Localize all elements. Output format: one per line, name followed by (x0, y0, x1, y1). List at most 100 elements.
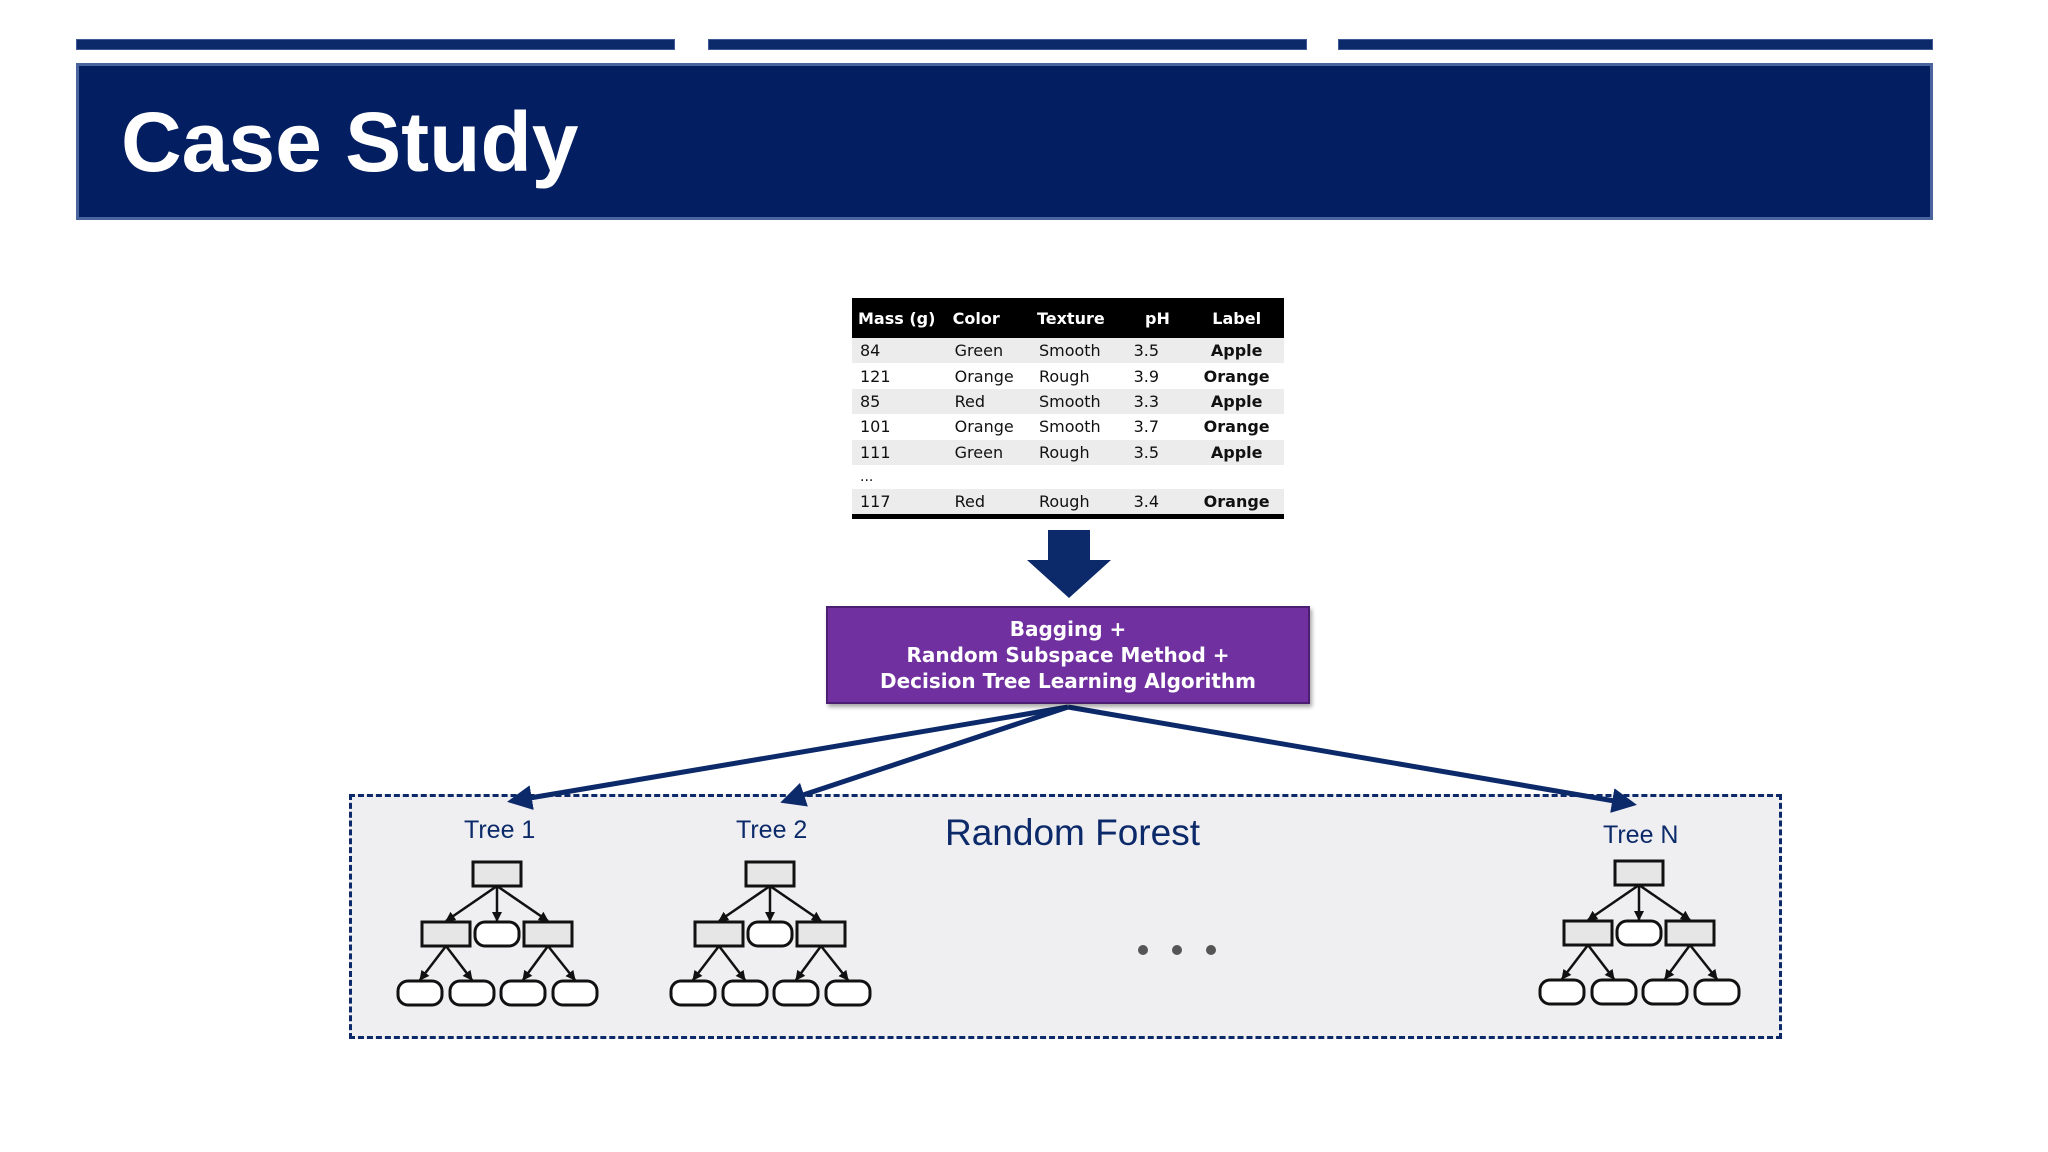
tree-n-diagram (1538, 859, 1741, 1006)
cell-mass: 84 (852, 338, 947, 364)
tree-1-label: Tree 1 (464, 816, 536, 844)
cell-color: Green (946, 439, 1031, 465)
tree-internal-node (693, 920, 745, 948)
tree-edge (820, 945, 849, 981)
random-forest-title: Random Forest (945, 812, 1200, 853)
tree-leaf-node (396, 979, 444, 1007)
tree-1-diagram (396, 860, 599, 1007)
cell-texture: Smooth (1030, 388, 1126, 415)
tree-leaf-node (1641, 978, 1689, 1006)
cell-texture: Rough (1030, 363, 1126, 389)
cell-mass: 85 (852, 388, 947, 415)
tree-leaf-node (1615, 919, 1663, 947)
top-rule-1 (76, 39, 675, 50)
tree-root-node (744, 860, 796, 888)
cell-ph: 3.9 (1125, 363, 1190, 389)
cell-label: Apple (1189, 388, 1284, 415)
top-rule-3 (1338, 39, 1933, 50)
title-banner: Case Study (76, 63, 1933, 220)
tree-internal-node (1562, 919, 1614, 947)
cell-texture: Rough (1030, 488, 1126, 520)
tree-leaf-node (499, 979, 547, 1007)
tree-leaf-node (1590, 978, 1638, 1006)
cell-label: Orange (1189, 414, 1284, 440)
cell-mass: 101 (852, 414, 947, 440)
tree-edge (496, 884, 549, 923)
cell-ph: 3.7 (1125, 414, 1190, 440)
tree-leaf-node (824, 979, 872, 1007)
cell-color (946, 464, 1031, 489)
tree-edge (521, 945, 550, 981)
tree-edge (1587, 883, 1640, 922)
tree-2-label: Tree 2 (736, 816, 808, 844)
table-header-row: Mass (g) Color Texture pH Label (852, 298, 1284, 338)
ellipsis-dot (1172, 945, 1182, 955)
cell-texture: Smooth (1030, 338, 1126, 364)
algorithm-line-3: Decision Tree Learning Algorithm (879, 669, 1256, 693)
tree-leaf-node (721, 979, 769, 1007)
tree-internal-node (795, 920, 847, 948)
cell-texture: Smooth (1030, 414, 1126, 440)
table-row: 101 Orange Smooth 3.7 Orange (852, 414, 1284, 440)
tree-internal-node (522, 920, 574, 948)
cell-texture: Rough (1030, 439, 1126, 465)
top-rule-2 (708, 39, 1307, 50)
cell-ph (1125, 464, 1190, 489)
cell-label: Apple (1189, 439, 1284, 465)
tree-leaf-node (746, 920, 794, 948)
table-row: 121 Orange Rough 3.9 Orange (852, 363, 1284, 389)
arrow-to-tree-n (1067, 704, 1637, 813)
algorithm-box: Bagging + Random Subspace Method + Decis… (826, 606, 1310, 704)
cell-ph: 3.5 (1125, 338, 1190, 364)
tree-edge (769, 884, 822, 923)
tree-edge (419, 945, 447, 981)
cell-mass: 117 (852, 488, 947, 520)
tree-edge (1663, 944, 1692, 980)
algorithm-line-2: Random Subspace Method + (906, 643, 1230, 667)
cell-color: Orange (946, 363, 1031, 389)
cell-color: Red (946, 488, 1031, 520)
cell-color: Red (946, 388, 1031, 415)
column-header: Color (946, 298, 1031, 338)
cell-texture (1030, 464, 1126, 489)
ellipsis-dot (1206, 945, 1216, 955)
tree-edge (692, 945, 720, 981)
tree-n-label: Tree N (1603, 821, 1679, 849)
tree-edge (547, 945, 576, 981)
page-title: Case Study (121, 95, 579, 189)
table-row: ... (852, 464, 1284, 489)
tree-leaf-node (473, 920, 521, 948)
cell-label: Orange (1189, 363, 1284, 389)
tree-root-node (471, 860, 523, 888)
tree-leaf-node (1538, 978, 1586, 1006)
cell-label: Apple (1189, 338, 1284, 364)
tree-leaf-node (669, 979, 717, 1007)
column-header: pH (1125, 298, 1190, 338)
cell-label (1189, 464, 1284, 489)
cell-mass: 121 (852, 363, 947, 389)
dataset-table: Mass (g) Color Texture pH Label 84 Green… (852, 298, 1284, 520)
tree-edge (1561, 944, 1589, 980)
tree-internal-node (420, 920, 472, 948)
tree-edge (1689, 944, 1718, 980)
cell-mass: 111 (852, 439, 947, 465)
tree-leaf-node (551, 979, 599, 1007)
table-row: 84 Green Smooth 3.5 Apple (852, 338, 1284, 364)
tree-edge (794, 945, 823, 981)
cell-label: Orange (1189, 488, 1284, 520)
tree-edge (445, 945, 473, 981)
tree-edge (1587, 944, 1615, 980)
table-row: 111 Green Rough 3.5 Apple (852, 439, 1284, 465)
cell-mass: ... (852, 464, 947, 489)
tree-leaf-node (1693, 978, 1741, 1006)
tree-edge (718, 945, 746, 981)
tree-leaf-node (448, 979, 496, 1007)
cell-ph: 3.5 (1125, 439, 1190, 465)
table-row: 85 Red Smooth 3.3 Apple (852, 388, 1284, 415)
column-header: Mass (g) (852, 298, 947, 338)
column-header: Label (1189, 298, 1284, 338)
down-arrow-icon (1027, 530, 1111, 598)
cell-color: Orange (946, 414, 1031, 440)
